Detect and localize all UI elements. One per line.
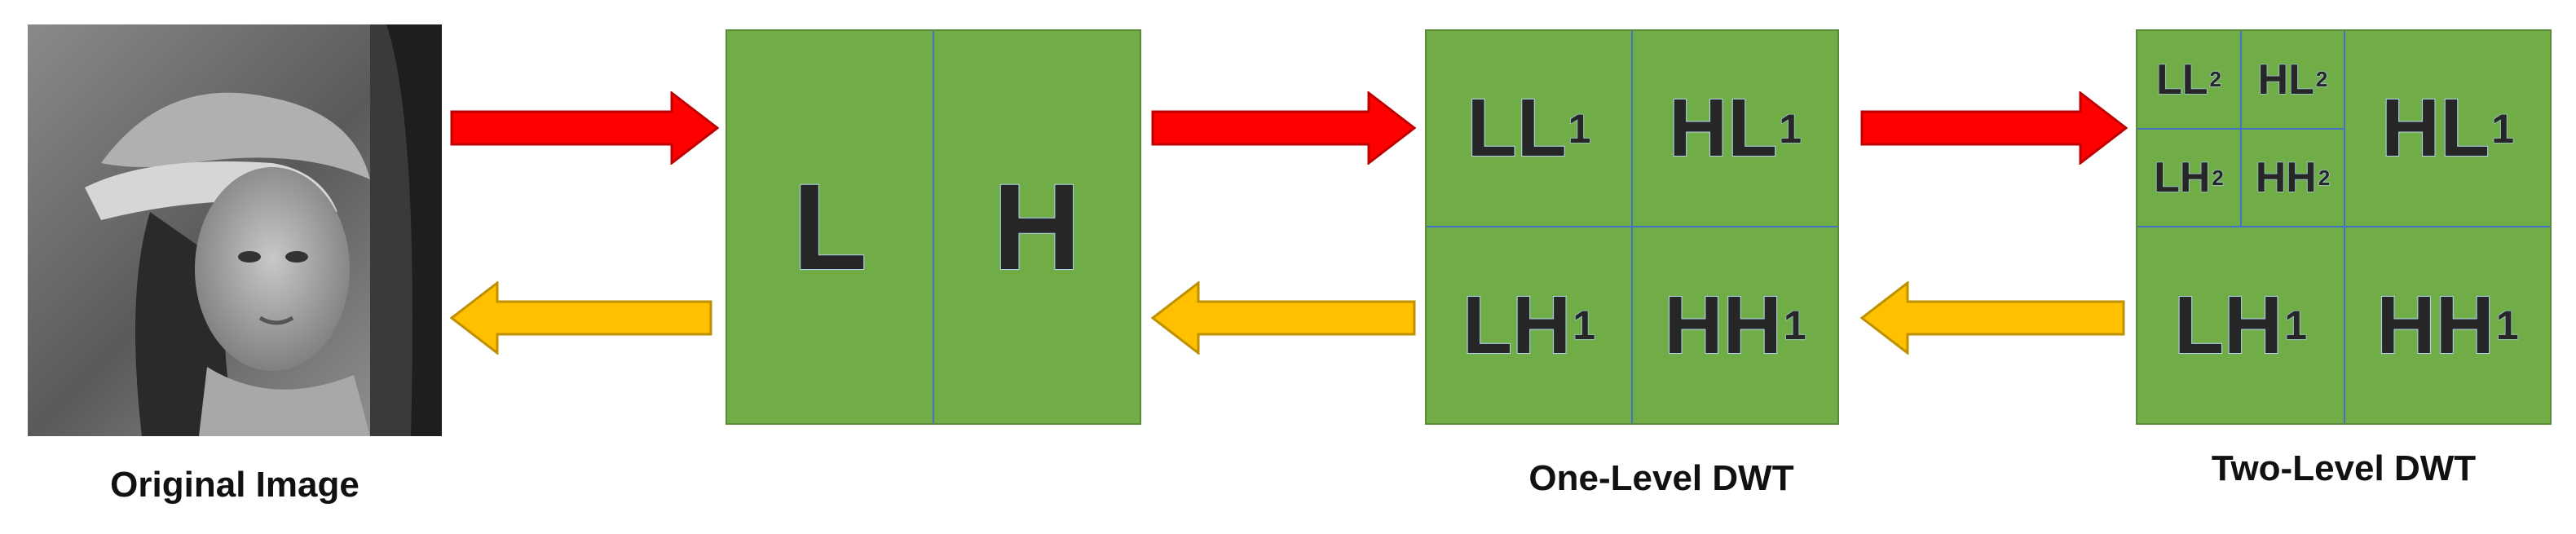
hh2-subscript: 2 — [2318, 165, 2331, 190]
ll1-text: LL — [1466, 82, 1567, 174]
l-band-text: L — [792, 157, 868, 296]
ll1-subscript: 1 — [1568, 105, 1591, 152]
ll2-subscript: 2 — [2209, 67, 2222, 92]
hl2-subscript: 2 — [2315, 67, 2328, 92]
inverse-arrow — [450, 281, 712, 355]
divider — [1427, 226, 1837, 227]
lh2-text: LH — [2154, 154, 2211, 202]
hl1-text: HL — [1668, 82, 1778, 174]
forward-arrow — [450, 91, 719, 165]
h-band-text: H — [992, 157, 1082, 296]
lh1-text: LH — [2173, 279, 2283, 372]
caption-original-image: Original Image — [110, 465, 359, 505]
hl1-subscript: 1 — [1779, 105, 1802, 152]
hh1-subscript: 1 — [2495, 302, 2519, 349]
l-band-label: L — [727, 31, 933, 423]
lh2-subscript: 2 — [2212, 165, 2225, 190]
h-band-label: H — [934, 31, 1140, 423]
hh1-text: HH — [1663, 279, 1782, 372]
lh1-text: LH — [1462, 279, 1572, 372]
hh2-text: HH — [2255, 154, 2317, 202]
lh1-subscript: 1 — [2284, 302, 2308, 349]
hl2-text: HL — [2257, 55, 2314, 104]
inverse-arrow — [1860, 281, 2125, 355]
forward-arrow — [1151, 91, 1416, 165]
original-image — [28, 24, 442, 436]
divider — [2137, 128, 2344, 130]
inverse-arrow — [1151, 281, 1416, 355]
hh1-text: HH — [2375, 279, 2494, 372]
lh1-subscript: 1 — [1573, 302, 1596, 349]
hl1-subscript: 1 — [2491, 105, 2515, 152]
ll2-text: LL — [2156, 55, 2209, 104]
divider — [2137, 226, 2550, 227]
hh1-subscript: 1 — [1783, 302, 1806, 349]
caption-two-level-dwt: Two-Level DWT — [2211, 448, 2477, 488]
divider — [933, 31, 934, 423]
hl1-text: HL — [2380, 82, 2490, 174]
caption-one-level-dwt: One-Level DWT — [1528, 458, 1794, 498]
forward-arrow — [1860, 91, 2128, 165]
